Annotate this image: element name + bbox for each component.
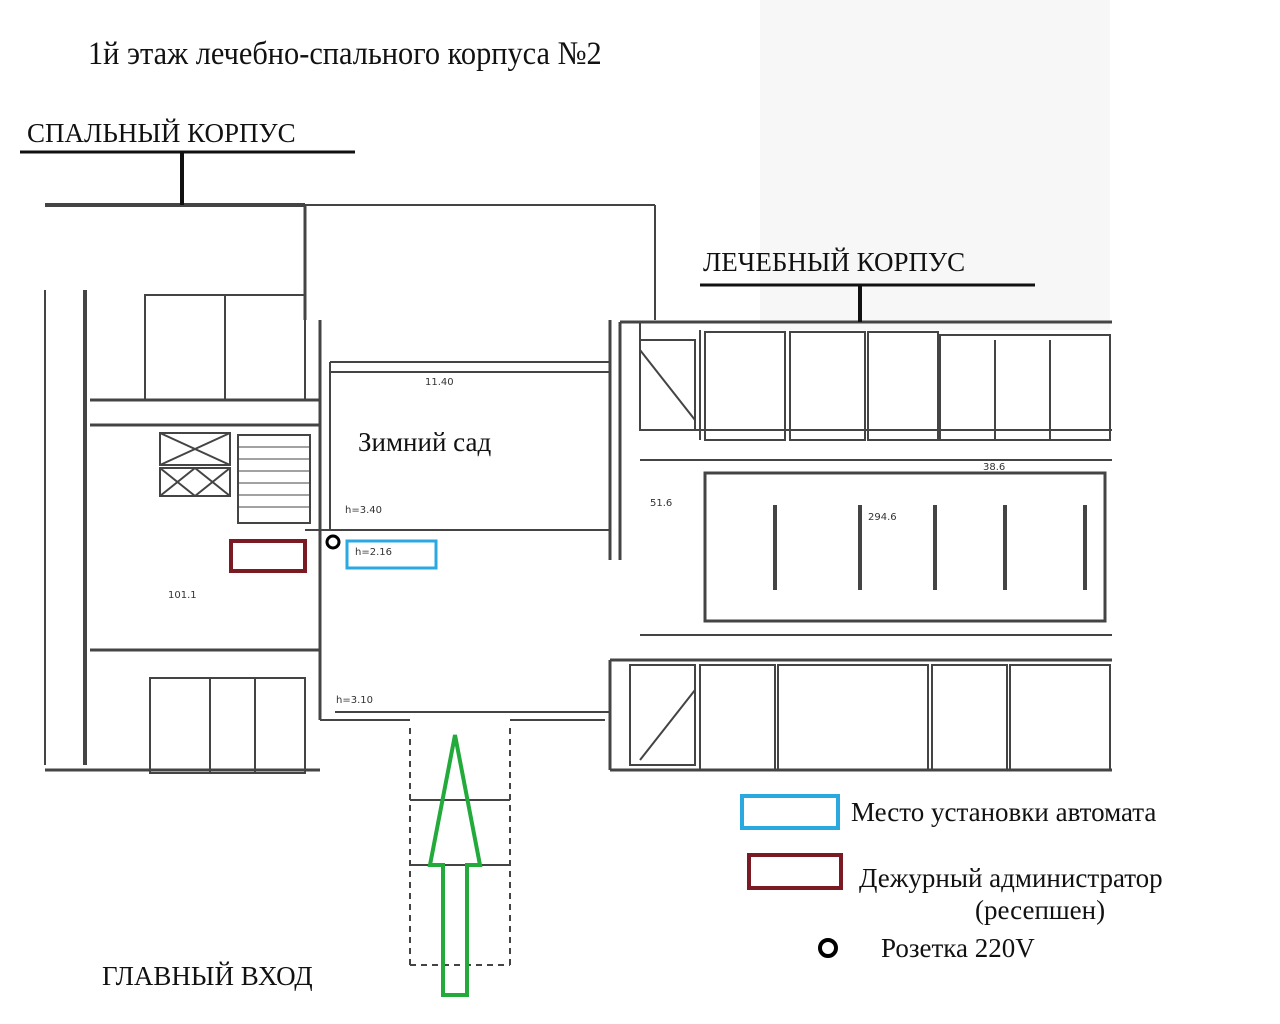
- height-label: h=3.40: [345, 505, 382, 516]
- sleeping-block-label: СПАЛЬНЫЙ КОРПУС: [27, 118, 296, 148]
- winter-garden-label: Зимний сад: [358, 427, 492, 457]
- room-area-label: 101.1: [168, 590, 197, 601]
- treatment-block-label: ЛЕЧЕБНЫЙ КОРПУС: [703, 247, 966, 277]
- main-entrance-label: ГЛАВНЫЙ ВХОД: [102, 961, 313, 991]
- legend-breaker-text: Место установки автомата: [851, 797, 1157, 827]
- room-area-label: 294.6: [868, 512, 897, 523]
- legend-admin-swatch: [747, 853, 843, 890]
- dimension-label: 11.40: [425, 377, 454, 388]
- breaker-marker: [345, 539, 438, 570]
- height-label: h=2.16: [355, 547, 392, 558]
- page-title: 1й этаж лечебно-спального корпуса №2: [88, 36, 602, 72]
- legend-socket-text: Розетка 220V: [881, 933, 1035, 963]
- height-label: h=3.10: [336, 695, 373, 706]
- legend-socket-icon: [818, 938, 838, 958]
- duty-admin-marker: [229, 539, 307, 573]
- legend-admin-subtext: (ресепшен): [975, 895, 1106, 925]
- room-area-label: 51.6: [650, 498, 673, 509]
- socket-marker: [325, 534, 341, 550]
- entrance-arrow: [427, 734, 483, 997]
- dimension-label: 38.6: [983, 462, 1006, 473]
- legend-breaker-swatch: [740, 794, 840, 830]
- legend-admin-text: Дежурный администратор: [859, 863, 1163, 893]
